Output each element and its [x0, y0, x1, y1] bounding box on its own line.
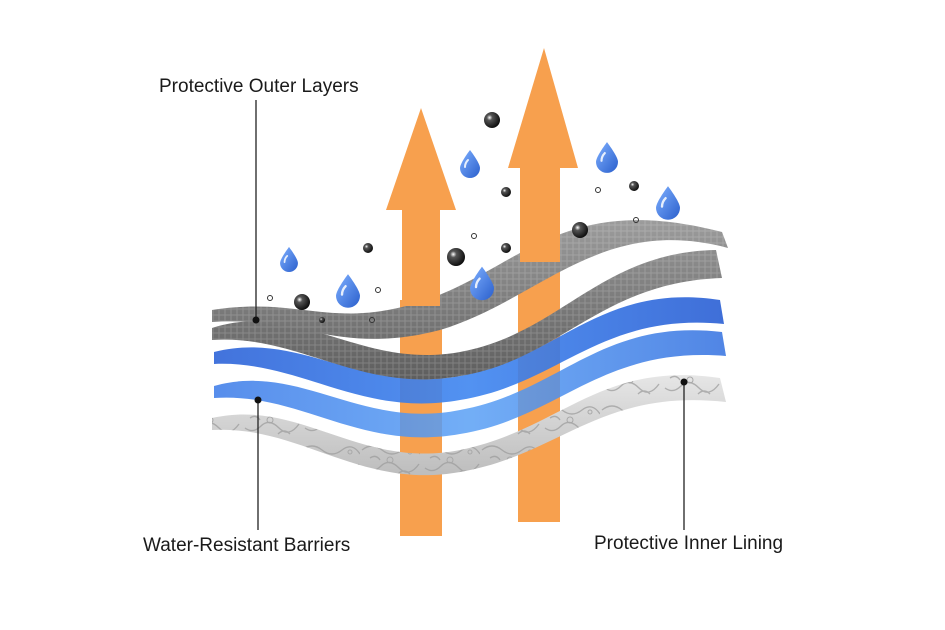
water-droplet-icon — [280, 247, 298, 272]
inner-lining-layer — [212, 375, 726, 476]
water-droplet-icon — [460, 150, 480, 178]
dirt-particle-icon — [267, 112, 639, 323]
leader-line-water — [254, 396, 262, 530]
outer-layer-upper — [212, 220, 728, 339]
water-droplet-icon — [656, 186, 680, 220]
leader-line-outer — [252, 100, 260, 324]
label-water-resistant-barriers: Water-Resistant Barriers — [143, 535, 351, 556]
water-resistant-barrier-layer — [214, 297, 726, 438]
label-protective-inner-lining: Protective Inner Lining — [594, 533, 784, 554]
label-protective-outer-layers: Protective Outer Layers — [159, 76, 359, 97]
outer-layer-lower — [212, 250, 722, 380]
water-droplet-icon — [336, 274, 360, 308]
up-arrow-icon — [508, 48, 578, 262]
water-droplet-icon — [596, 142, 618, 173]
up-arrow-icon — [386, 108, 456, 306]
leader-line-inner — [680, 378, 688, 530]
